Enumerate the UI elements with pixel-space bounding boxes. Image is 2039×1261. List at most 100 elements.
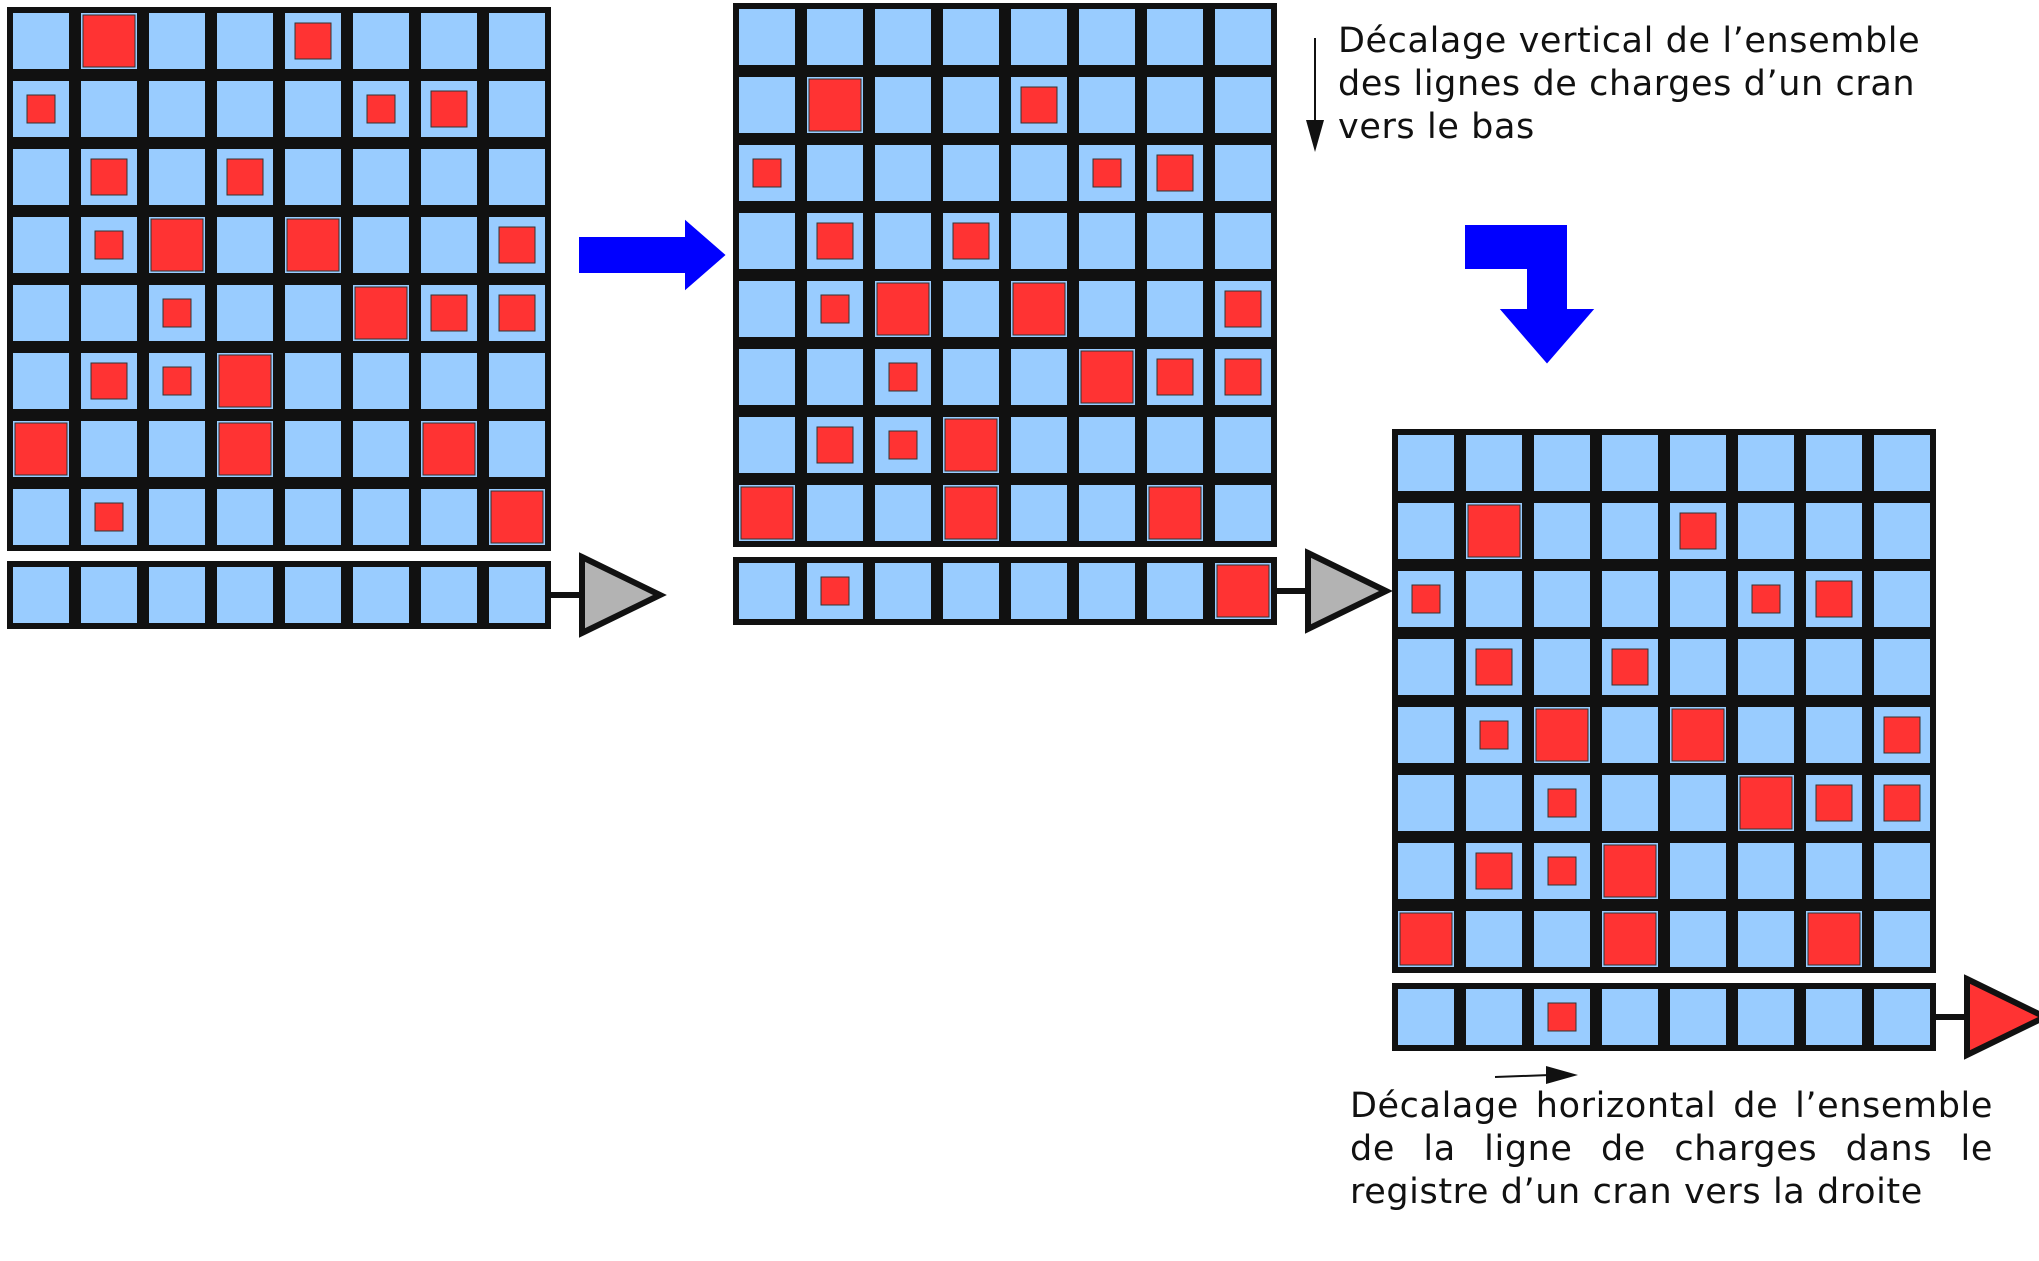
pixel-cell [1005, 343, 1073, 411]
charge-packet [498, 226, 536, 264]
pixel-cell [279, 143, 347, 211]
charge-packet [26, 94, 56, 124]
pixel-cell [75, 279, 143, 347]
horizontal-shift-arrow-shaft [1494, 1074, 1551, 1078]
pixel-cell [1528, 905, 1596, 973]
charge-packet [1547, 856, 1577, 886]
pixel-cell [1664, 565, 1732, 633]
pixel-cell [733, 275, 801, 343]
pixel-cell [869, 3, 937, 71]
charge-packet [1479, 720, 1509, 750]
pixel-cell [1460, 905, 1528, 973]
pixel-cell [1209, 3, 1277, 71]
charge-packet [218, 422, 272, 476]
charge-packet [94, 502, 124, 532]
charge-packet [1156, 358, 1194, 396]
pixel-cell [733, 3, 801, 71]
ccd-panel-1 [7, 7, 667, 638]
transition-arrow-right [579, 219, 726, 291]
pixel-cell [1596, 769, 1664, 837]
charge-packet [162, 298, 192, 328]
pixel-cell [1392, 837, 1460, 905]
charge-packet [90, 158, 128, 196]
pixel-cell [1528, 497, 1596, 565]
pixel-cell [415, 483, 483, 551]
pixel-cell [937, 71, 1005, 139]
vertical-shift-caption: Décalage vertical de l’ensemble des lign… [1338, 21, 1921, 147]
register-cell [869, 557, 937, 625]
pixel-cell [1664, 905, 1732, 973]
pixel-cell [1073, 71, 1141, 139]
pixel-cell [1800, 837, 1868, 905]
horizontal-shift-arrow-head [1546, 1066, 1578, 1084]
register-cell [937, 557, 1005, 625]
register-cell [1005, 557, 1073, 625]
charge-packet [1475, 648, 1513, 686]
pixel-cell [1005, 3, 1073, 71]
charge-packet [1399, 912, 1453, 966]
charge-packet [1020, 86, 1058, 124]
pixel-cell [483, 143, 551, 211]
pixel-cell [1005, 411, 1073, 479]
pixel-cell [347, 483, 415, 551]
pixel-cell [1596, 565, 1664, 633]
register-cell [415, 561, 483, 629]
charge-packet [816, 426, 854, 464]
register-cell [7, 561, 75, 629]
pixel-cell [415, 211, 483, 279]
pixel-cell [801, 3, 869, 71]
charge-packet [1603, 912, 1657, 966]
pixel-cell [211, 483, 279, 551]
pixel-cell [1664, 837, 1732, 905]
register-cell [1141, 557, 1209, 625]
output-amplifier [579, 552, 667, 638]
pixel-cell [1868, 905, 1936, 973]
charge-packet [888, 362, 918, 392]
register-cell [1664, 983, 1732, 1051]
pixel-cell [211, 7, 279, 75]
charge-packet [1739, 776, 1793, 830]
charge-packet [1216, 564, 1270, 618]
pixel-cell [1141, 3, 1209, 71]
pixel-cell [937, 343, 1005, 411]
register-cell [347, 561, 415, 629]
pixel-cell [279, 75, 347, 143]
register-cell [1596, 983, 1664, 1051]
pixel-cell [1073, 3, 1141, 71]
charge-packet [1547, 1002, 1577, 1032]
pixel-cell [1005, 139, 1073, 207]
pixel-cell [1209, 139, 1277, 207]
pixel-cell [1141, 71, 1209, 139]
register-cell [733, 557, 801, 625]
pixel-cell [1209, 207, 1277, 275]
charge-packet [1751, 584, 1781, 614]
pixel-cell [1460, 769, 1528, 837]
ccd-panel-2 [733, 3, 1393, 634]
charge-packet [1012, 282, 1066, 336]
charge-packet [162, 366, 192, 396]
charge-packet [944, 418, 998, 472]
pixel-cell [869, 343, 937, 411]
pixel-cell [1596, 429, 1664, 497]
charge-packet [14, 422, 68, 476]
charge-packet [1611, 648, 1649, 686]
pixel-cell [1800, 429, 1868, 497]
pixel-cell [143, 415, 211, 483]
pixel-cell [1209, 479, 1277, 547]
transition-arrow-down [1465, 225, 1595, 364]
pixel-cell [143, 7, 211, 75]
pixel-cell [75, 75, 143, 143]
register-cell [1732, 983, 1800, 1051]
pixel-cell [483, 75, 551, 143]
charge-packet [888, 430, 918, 460]
pixel-cell [143, 143, 211, 211]
pixel-cell [1868, 497, 1936, 565]
charge-packet [82, 14, 136, 68]
register-cell [211, 561, 279, 629]
charge-packet [90, 362, 128, 400]
pixel-cell [733, 207, 801, 275]
register-cell [483, 561, 551, 629]
pixel-cell [733, 71, 801, 139]
pixel-cell [1868, 837, 1936, 905]
